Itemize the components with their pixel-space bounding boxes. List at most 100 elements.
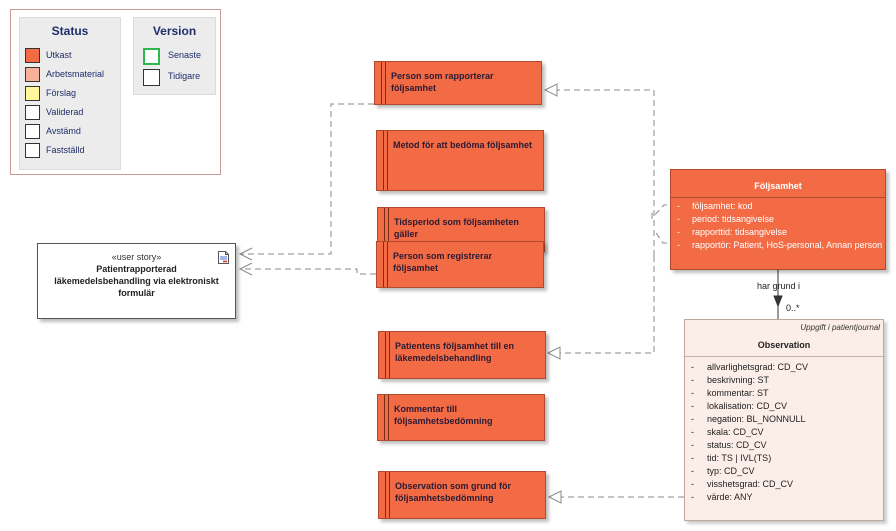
attribute-text: visshetsgrad: CD_CV <box>707 479 794 489</box>
attribute-marker: - <box>691 453 694 463</box>
requirement-label: Person som registrerar följsamhet <box>393 251 493 273</box>
user-story-name: Patientrapporterad läkemedelsbehandling … <box>54 264 219 298</box>
attribute-text: rapportör: Patient, HoS-personal, Annan … <box>692 240 883 250</box>
attribute-marker: - <box>677 214 680 224</box>
attribute-marker: - <box>691 427 694 437</box>
attribute-text: kommentar: ST <box>707 388 769 398</box>
legend-swatch <box>25 48 40 63</box>
attribute-marker: - <box>691 375 694 385</box>
attribute-marker: - <box>691 479 694 489</box>
legend-status-label: Fastställd <box>46 145 85 155</box>
requirement-label: Metod för att bedöma följsamhet <box>393 140 533 150</box>
document-icon <box>218 251 229 264</box>
legend-version-panel: Version Senaste Tidigare <box>133 17 216 95</box>
legend-swatch <box>143 69 160 86</box>
legend-swatch <box>25 86 40 101</box>
user-story[interactable]: «user story» Patientrapporterad läkemede… <box>37 243 236 319</box>
requirement-label: Observation som grund för följsamhetsbed… <box>395 481 512 503</box>
attribute-text: status: CD_CV <box>707 440 767 450</box>
legend-swatch <box>25 105 40 120</box>
class-attribute: - status: CD_CV <box>685 440 883 452</box>
legend-status-label: Validerad <box>46 107 84 117</box>
requirement-bar <box>385 472 390 518</box>
attribute-marker: - <box>691 440 694 450</box>
legend-status-label: Avstämd <box>46 126 81 136</box>
arrowhead-story-2 <box>238 262 253 276</box>
requirement-adherence[interactable]: Patientens följsamhet till en läkemedels… <box>378 331 546 379</box>
attribute-text: skala: CD_CV <box>707 427 764 437</box>
class-attribute: - negation: BL_NONNULL <box>685 414 883 426</box>
legend-status-label: Förslag <box>46 88 77 98</box>
attribute-marker: - <box>691 414 694 424</box>
legend-version-label: Senaste <box>168 50 202 60</box>
requirement-bar <box>383 131 388 190</box>
class-attribute: - värde: ANY <box>685 492 883 504</box>
class-observation[interactable]: Uppgift i patientjournal Observation -al… <box>684 319 884 521</box>
attribute-marker: - <box>677 240 680 250</box>
class-observation-package: Uppgift i patientjournal <box>800 323 880 332</box>
requirement-bar <box>381 62 386 104</box>
legend-version-title: Version <box>152 24 197 38</box>
requirement-label: Patientens följsamhet till en läkemedels… <box>395 341 515 363</box>
requirement-method[interactable]: Metod för att bedöma följsamhet <box>376 130 544 191</box>
requirement-label: Person som rapporterar följsamhet <box>391 71 494 93</box>
class-foljsamhet-name: Följsamhet <box>754 181 802 191</box>
legend-status-title: Status <box>51 24 89 38</box>
class-observation-name: Observation <box>757 340 811 350</box>
attribute-text: lokalisation: CD_CV <box>707 401 788 411</box>
class-divider <box>685 356 883 357</box>
attribute-text: negation: BL_NONNULL <box>707 414 806 424</box>
legend-status-panel: Status Utkast Arbetsmaterial Förslag Val… <box>19 17 121 170</box>
requirement-bar <box>384 395 389 440</box>
triangle-observation <box>547 490 562 504</box>
attribute-marker: - <box>691 388 694 398</box>
requirement-label: Kommentar till följsamhetsbedömning <box>394 404 493 426</box>
class-attribute: - lokalisation: CD_CV <box>685 401 883 413</box>
attribute-marker: - <box>677 201 680 211</box>
class-foljsamhet[interactable]: Följsamhet - följsamhet: kod -period: tid… <box>670 169 886 270</box>
requirement-comment[interactable]: Kommentar till följsamhetsbedömning <box>377 394 545 441</box>
class-attribute: - visshetsgrad: CD_CV <box>685 479 883 491</box>
triangle-adherence <box>546 346 561 360</box>
class-attribute: - rapporttid: tidsangivelse <box>671 227 885 239</box>
association-arrow <box>773 295 783 308</box>
class-attribute: -period: tidsangivelse <box>671 214 885 226</box>
requirement-bar <box>383 242 388 287</box>
class-attribute: - följsamhet: kod <box>671 201 885 213</box>
attribute-marker: - <box>691 401 694 411</box>
class-attribute: - beskrivning: ST <box>685 375 883 387</box>
association-multiplicity: 0..* <box>786 303 800 313</box>
class-attribute: - typ: CD_CV <box>685 466 883 478</box>
requirement-label: Tidsperiod som följsamheten gäller <box>394 217 519 239</box>
attribute-marker: - <box>691 466 694 476</box>
attribute-marker: - <box>691 492 694 502</box>
attribute-text: typ: CD_CV <box>707 466 755 476</box>
class-attribute: - rapportör: Patient, HoS-personal, Annan… <box>671 240 885 252</box>
legend-swatch <box>143 48 160 65</box>
legend-status-label: Utkast <box>46 50 72 60</box>
legend-swatch <box>25 124 40 139</box>
legend-swatch <box>25 67 40 82</box>
attribute-marker: - <box>677 227 680 237</box>
attr-link-upper <box>651 204 677 220</box>
user-story-stereotype: «user story» <box>111 252 162 262</box>
attribute-text: följsamhet: kod <box>692 201 753 211</box>
attribute-text: rapporttid: tidsangivelse <box>692 227 788 237</box>
generalization-reporter <box>545 89 655 256</box>
triangle-reporter <box>543 83 558 97</box>
class-attribute: - skala: CD_CV <box>685 427 883 439</box>
class-divider <box>671 197 885 198</box>
requirement-reporter[interactable]: Person som rapporterar följsamhet <box>374 61 542 105</box>
attribute-text: beskrivning: ST <box>707 375 770 385</box>
legend-swatch <box>25 143 40 158</box>
class-attribute: -allvarlighetsgrad: CD_CV <box>685 362 883 374</box>
requirement-observation[interactable]: Observation som grund för följsamhetsbed… <box>378 471 546 519</box>
trace-link-registrar <box>240 268 376 275</box>
attribute-text: värde: ANY <box>707 492 753 502</box>
requirement-registrar[interactable]: Person som registrerar följsamhet <box>376 241 544 288</box>
generalization-adherence <box>548 256 655 354</box>
attribute-text: allvarlighetsgrad: CD_CV <box>707 362 809 372</box>
class-attribute: -tid: TS | IVL(TS) <box>685 453 883 465</box>
requirement-bar <box>384 208 389 251</box>
